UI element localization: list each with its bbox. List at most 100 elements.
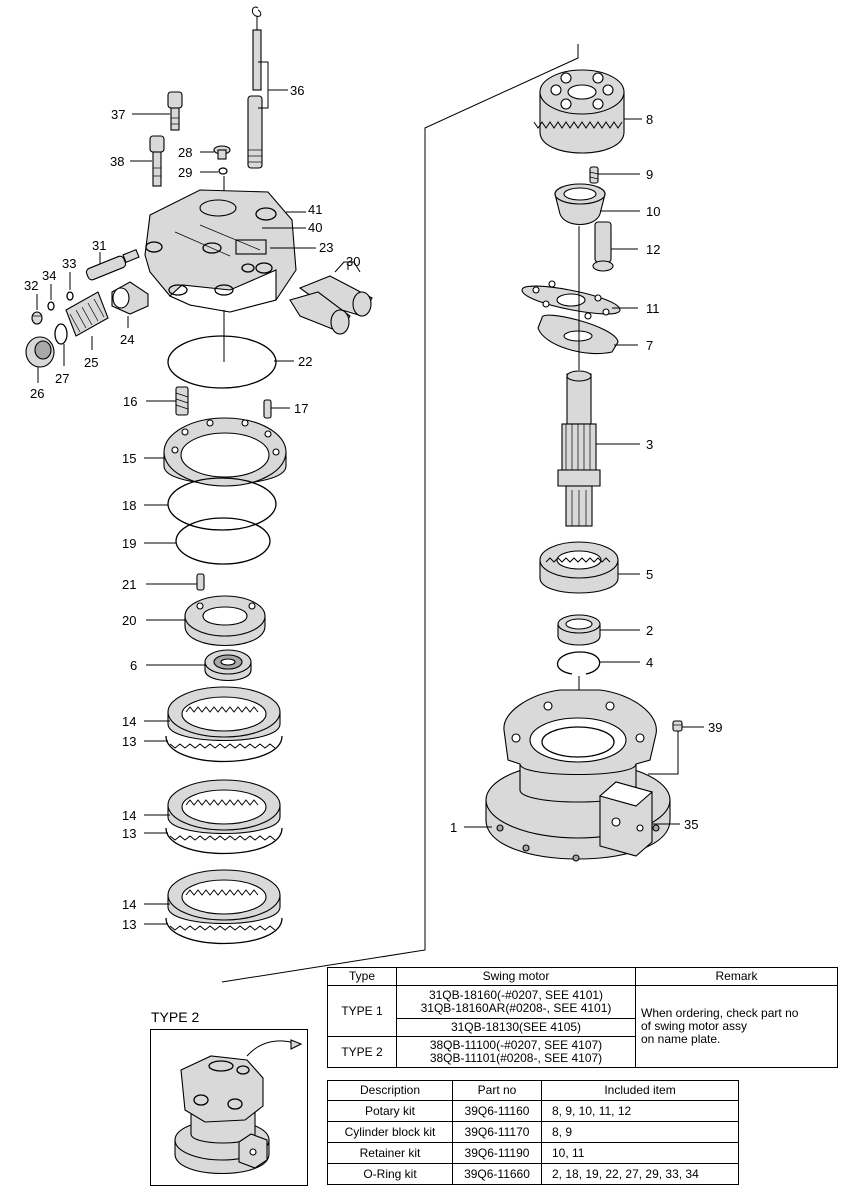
- part-27-o-ring: [54, 323, 68, 345]
- swing-motor-type-table: Type Swing motor Remark TYPE 1 31QB-1816…: [327, 967, 838, 1068]
- table-row: Cylinder block kit 39Q6-11170 8, 9: [327, 1121, 739, 1143]
- label-part-9: 9: [646, 167, 653, 182]
- kit-included: 10, 11: [541, 1142, 739, 1164]
- part-19-o-ring: [175, 517, 271, 565]
- part-24-sleeve: [111, 281, 149, 315]
- kit-description: Retainer kit: [327, 1142, 453, 1164]
- part-6-bearing: [204, 649, 252, 681]
- label-part-14-a: 14: [122, 714, 136, 729]
- part-29-o-ring: [218, 167, 228, 175]
- part-32-plug: [31, 311, 43, 325]
- label-part-12: 12: [646, 242, 660, 257]
- kit-parts-table: Description Part no Included item Potary…: [327, 1080, 739, 1185]
- label-part-37: 37: [111, 107, 125, 122]
- type2-swing-motor-cell: 38QB-11100(-#0207, SEE 4107) 38QB-11101(…: [396, 1036, 636, 1068]
- label-part-39: 39: [708, 720, 722, 735]
- part-14-13-plate-set-3: [165, 869, 283, 945]
- valve-cover-body: [144, 189, 297, 313]
- part-36-rod: [247, 6, 263, 169]
- label-part-23: 23: [319, 240, 333, 255]
- type2-cell: TYPE 2: [327, 1036, 397, 1068]
- part-11-retainer-plate: [521, 280, 621, 320]
- label-part-17: 17: [294, 401, 308, 416]
- part-31-pin: [85, 248, 140, 281]
- part-39-plug: [672, 720, 683, 732]
- type1-swing-motor-cell: 31QB-18160(-#0207, SEE 4101) 31QB-18160A…: [396, 985, 636, 1019]
- kit-included: 2, 18, 19, 22, 27, 29, 33, 34: [541, 1163, 739, 1185]
- label-part-36: 36: [290, 83, 304, 98]
- label-part-3: 3: [646, 437, 653, 452]
- swing-motor-header: Swing motor: [396, 967, 636, 986]
- part-26-plug: [25, 336, 55, 368]
- label-part-7: 7: [646, 338, 653, 353]
- table-row: Potary kit 39Q6-11160 8, 9, 10, 11, 12: [327, 1100, 739, 1122]
- part-14-13-plate-set-1: [165, 686, 283, 763]
- type2-label: TYPE 2: [151, 1009, 200, 1025]
- label-part-6: 6: [130, 658, 137, 673]
- part-30-pistons: [289, 275, 373, 335]
- label-part-24: 24: [120, 332, 134, 347]
- part-20-valve-plate: [184, 595, 266, 647]
- label-part-34: 34: [42, 268, 56, 283]
- type2-part-line-2: 38QB-11101(#0208-, SEE 4107): [429, 1051, 603, 1065]
- part-34-o-ring: [47, 301, 55, 311]
- label-part-5: 5: [646, 567, 653, 582]
- label-part-40: 40: [308, 220, 322, 235]
- label-part-19: 19: [122, 536, 136, 551]
- label-part-33: 33: [62, 256, 76, 271]
- part-3-drive-shaft: [557, 370, 601, 527]
- remark-line-2: of swing motor assy: [641, 1019, 748, 1033]
- part-8-cylinder-block: [533, 69, 625, 154]
- label-part-30: 30: [346, 254, 360, 269]
- part-7-swash-plate: [537, 314, 619, 355]
- kit-part-no: 39Q6-11170: [452, 1121, 542, 1143]
- type2-motor-illustration: [174, 1039, 303, 1174]
- part-2-bushing: [557, 614, 601, 646]
- table-row: O-Ring kit 39Q6-11660 2, 18, 19, 22, 27,…: [327, 1163, 739, 1185]
- kit-description: Cylinder block kit: [327, 1121, 453, 1143]
- label-part-28: 28: [178, 145, 192, 160]
- label-part-18: 18: [122, 498, 136, 513]
- label-part-26: 26: [30, 386, 44, 401]
- label-part-15: 15: [122, 451, 136, 466]
- part-33-o-ring: [66, 291, 74, 301]
- label-part-22: 22: [298, 354, 312, 369]
- kit-description: Potary kit: [327, 1100, 453, 1122]
- label-part-21: 21: [122, 577, 136, 592]
- label-part-4: 4: [646, 655, 653, 670]
- label-part-2: 2: [646, 623, 653, 638]
- part-25-spring: [65, 291, 109, 337]
- part-15-housing-ring: [163, 417, 287, 487]
- label-part-10: 10: [646, 204, 660, 219]
- part-16-spring: [175, 386, 189, 416]
- remark-cell: When ordering, check part no of swing mo…: [635, 985, 838, 1068]
- kit-part-no: 39Q6-11190: [452, 1142, 542, 1164]
- label-part-13-b: 13: [122, 826, 136, 841]
- part-9-spring: [589, 166, 599, 184]
- part-35-block: [598, 781, 654, 857]
- kit-included: 8, 9: [541, 1121, 739, 1143]
- label-part-13-a: 13: [122, 734, 136, 749]
- label-part-29: 29: [178, 165, 192, 180]
- label-part-41: 41: [308, 202, 322, 217]
- type1-part-line-1: 31QB-18160(-#0207, SEE 4101): [428, 988, 604, 1002]
- label-part-25: 25: [84, 355, 98, 370]
- type1-cell: TYPE 1: [327, 985, 397, 1037]
- type1-part-line-3: 31QB-18130(SEE 4105): [396, 1018, 636, 1037]
- label-part-38: 38: [110, 154, 124, 169]
- label-part-1: 1: [450, 820, 457, 835]
- kit-included: 8, 9, 10, 11, 12: [541, 1100, 739, 1122]
- kit-description: O-Ring kit: [327, 1163, 453, 1185]
- part-28-plug: [213, 145, 231, 160]
- label-part-27: 27: [55, 371, 69, 386]
- type1-part-line-2: 31QB-18160AR(#0208-, SEE 4101): [420, 1001, 612, 1015]
- label-part-20: 20: [122, 613, 136, 628]
- part-37-bolt: [167, 91, 183, 131]
- remark-line-3: on name plate.: [641, 1032, 721, 1046]
- kit-part-no: 39Q6-11160: [452, 1100, 542, 1122]
- label-part-35: 35: [684, 817, 698, 832]
- part-17-pin: [263, 399, 272, 419]
- label-part-31: 31: [92, 238, 106, 253]
- included-item-header: Included item: [541, 1080, 739, 1101]
